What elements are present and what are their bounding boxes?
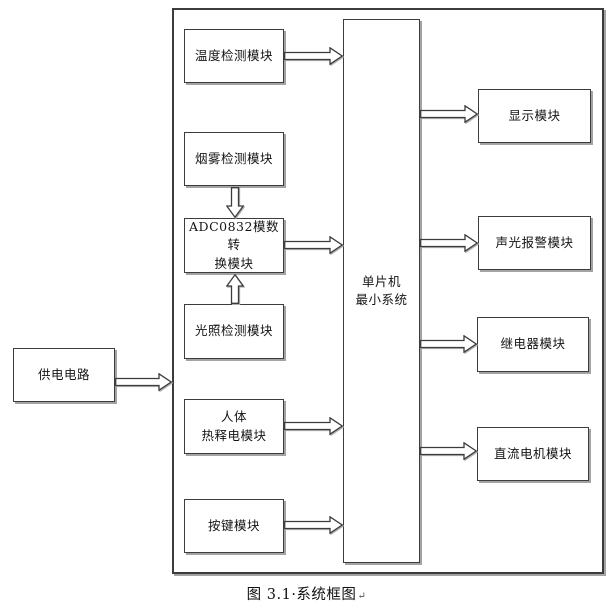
box-display-module: 显示模块 <box>478 89 591 143</box>
arrow-adc-to-mcu-icon <box>284 236 343 254</box>
box-power-supply: 供电电路 <box>13 348 115 402</box>
box-adc0832-module: ADC0832模数转 换模块 <box>184 218 284 273</box>
arrow-mcu-to-relay-icon <box>420 335 477 353</box>
box-light-module: 光照检测模块 <box>184 304 284 359</box>
box-key-module: 按键模块 <box>184 499 284 553</box>
box-power-supply-label: 供电电路 <box>37 366 90 382</box>
box-alarm-label: 声光报警模块 <box>495 234 574 250</box>
box-adc0832-label: ADC0832模数转 换模块 <box>189 219 279 271</box>
arrow-temp-to-mcu-icon <box>284 47 343 65</box>
box-relay-label: 继电器模块 <box>500 336 566 352</box>
box-relay-module: 继电器模块 <box>477 317 589 372</box>
box-pir-label: 人体 热释电模块 <box>201 409 267 443</box>
box-key-label: 按键模块 <box>207 517 260 533</box>
system-frame <box>172 8 604 574</box>
box-mcu-label: 单片机 最小系统 <box>355 273 408 307</box>
box-temperature-module: 温度检测模块 <box>184 29 284 83</box>
arrow-smoke-to-adc-icon <box>226 187 244 218</box>
box-light-label: 光照检测模块 <box>194 323 273 339</box>
figure-caption: 图 3.1·系统框图↵ <box>0 583 613 604</box>
box-display-label: 显示模块 <box>508 107 561 123</box>
arrow-mcu-to-motor-icon <box>420 442 477 460</box>
figure-caption-text: 图 3.1·系统框图 <box>246 587 357 603</box>
box-dc-motor-module: 直流电机模块 <box>477 427 589 481</box>
box-dc-motor-label: 直流电机模块 <box>493 445 572 461</box>
box-pir-module: 人体 热释电模块 <box>184 399 284 454</box>
box-smoke-label: 烟雾检测模块 <box>194 150 273 166</box>
arrow-mcu-to-alarm-icon <box>420 234 478 252</box>
arrow-mcu-to-display-icon <box>420 105 478 123</box>
box-smoke-module: 烟雾检测模块 <box>184 132 284 186</box>
arrow-pir-to-mcu-icon <box>284 417 343 435</box>
arrow-light-to-adc-icon <box>226 274 244 304</box>
arrow-power-to-system-icon <box>115 373 172 391</box>
box-alarm-module: 声光报警模块 <box>478 216 591 270</box>
paragraph-return-mark: ↵ <box>357 591 367 602</box>
box-temperature-label: 温度检测模块 <box>194 47 273 63</box>
arrow-key-to-mcu-icon <box>284 516 343 534</box>
box-mcu-minimal-system: 单片机 最小系统 <box>343 19 420 563</box>
